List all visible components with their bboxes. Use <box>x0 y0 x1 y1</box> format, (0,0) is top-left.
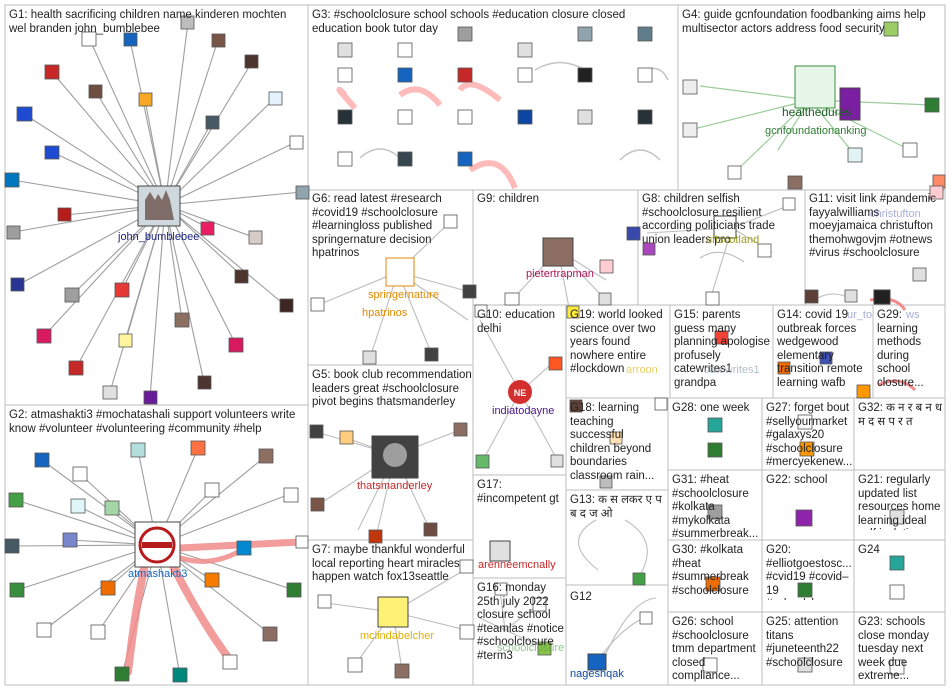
vertex-thumbnails <box>4 15 946 683</box>
group-title-g4: G4: guide gcnfoundation foodbanking aims… <box>682 9 926 35</box>
vertex-label-ur-to: ur_to <box>847 309 873 321</box>
vertex-label-schoolclosure: schoolclosure <box>497 642 565 654</box>
g3-edges <box>336 61 669 190</box>
group-title-g12: G12 <box>570 591 592 603</box>
group-title-g13: G13: क स लकर ए प ब द ज ओ <box>570 494 662 520</box>
vertex-label-springernature: springernature <box>368 289 439 301</box>
group-title-g16: G16: monday 25th july 2022 closure schoo… <box>477 582 564 662</box>
vertex-label-pietertrapman: pietertrapman <box>526 268 594 280</box>
group-title-g28: G28: one week <box>672 402 750 414</box>
vertex-label-gcnfoundationanking: gcnfoundationanking <box>765 125 867 137</box>
group-title-g3: G3: #schoolclosure school schools #educa… <box>312 9 626 35</box>
group-title-g17: G17: #incompetent gt <box>477 479 559 505</box>
vertex-label-healthedures: healthedures <box>782 105 852 119</box>
group-title-g31: G31: #heat #schoolclosure #kolkata #myko… <box>672 474 759 540</box>
group-title-g8: G8: children selfish #schoolclosure resi… <box>642 193 775 246</box>
vertex-label-arroon: arroon <box>626 364 658 376</box>
group-title-g23: G23: schools close monday tuesday next w… <box>858 616 929 682</box>
vertex-label-mclindabelcher: mclindabelcher <box>360 630 434 642</box>
group-title-g20: G20: #elliotgoestosc... #cvid19 #covid–1… <box>766 544 852 600</box>
vertex-label-catewrites1: catewrites1 <box>704 364 760 376</box>
vertex-label-christufton: christufton <box>870 208 921 220</box>
group-title-g26: G26: school #schoolclosure tmm departmen… <box>672 616 756 682</box>
vertex-label-arenneemcnally: arenneemcnally <box>478 559 556 571</box>
group-title-g30: G30: #kolkata #heat #summerbreak #school… <box>672 544 749 597</box>
vertex-label-hpatrinos: hpatrinos <box>362 307 408 319</box>
group-title-g11: G11: visit link #pandemic fayyalwilliams… <box>809 193 936 259</box>
group-title-g5: G5: book club recommendation leaders gre… <box>312 369 472 408</box>
vertex-label-uftscotland: uftscotland <box>706 234 760 246</box>
ne-logo-text: NE <box>514 388 527 398</box>
vertex-label-john-bumblebee: john_bumblebee <box>118 231 200 243</box>
group-title-g15: G15: parents guess many planning apologi… <box>674 309 770 389</box>
group-title-g2: G2: atmashakti3 #mochatashali support vo… <box>9 409 296 435</box>
group-title-g10: G10: education delhi <box>477 309 556 335</box>
group-title-g25: G25: attention titans #juneteenth22 #sch… <box>766 616 843 669</box>
group-title-g1: G1: health sacrificing children name kin… <box>9 9 287 35</box>
vertex-label-ws: ws <box>906 309 920 321</box>
small-vertices <box>309 185 944 679</box>
group-title-g22: G22: school <box>766 474 828 486</box>
group-title-g14: G14: covid 19 outbreak forces wedgewood … <box>777 309 863 389</box>
group-title-g18: G18: learning teaching successful childr… <box>570 402 655 482</box>
vertex-label-thatsmanderley: thatsmanderley <box>357 480 433 492</box>
group-title-g27: G27: forget bout #sellyourmarket #galaxy… <box>766 402 853 468</box>
group-boxes <box>4 4 946 686</box>
group-title-g7: G7: maybe thankful wonderful local repor… <box>312 544 465 583</box>
g1-edges <box>11 21 303 399</box>
group-title-g32: G32: क न र ब न ध म द स प र त <box>858 402 943 428</box>
hub-vertices <box>134 65 891 671</box>
group-title-g29: G29: learning methods during school clos… <box>877 309 924 389</box>
group-title-g6: G6: read latest #research #covid19 #scho… <box>312 193 442 259</box>
group-title-g19: G19: world looked science over two years… <box>570 309 663 375</box>
group-title-g9: G9: children <box>477 193 540 205</box>
group-title-g24: G24 <box>858 544 880 556</box>
group-title-g21: G21: regularly updated list resources ho… <box>858 474 941 530</box>
vertex-label-indiatodayne: indiatodayne <box>492 405 555 417</box>
vertex-label-nageshqak: nageshqak <box>570 668 624 680</box>
vertex-label-atmashakti3: atmashakti3 <box>128 568 188 580</box>
